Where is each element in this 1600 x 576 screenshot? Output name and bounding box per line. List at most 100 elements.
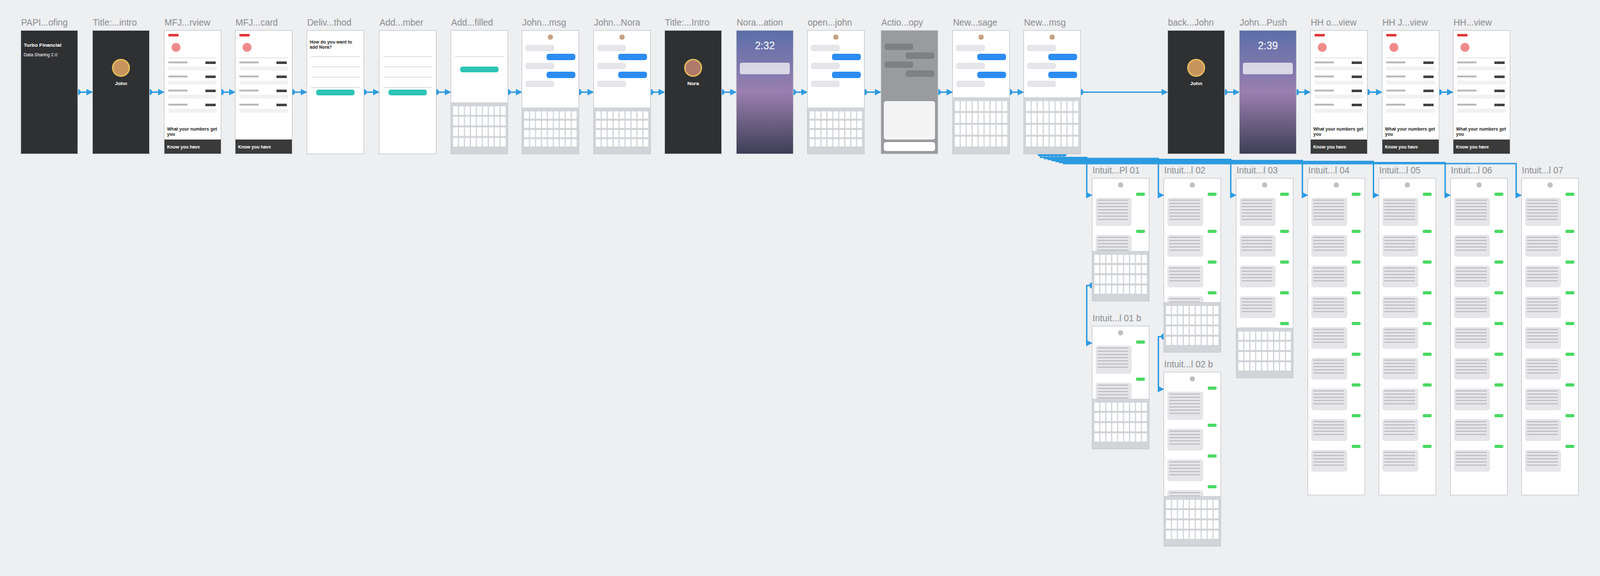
key xyxy=(1124,433,1130,442)
received-bubble xyxy=(1525,357,1561,380)
key xyxy=(1285,341,1291,351)
text-line xyxy=(1384,215,1416,217)
key xyxy=(1184,510,1190,519)
text-line xyxy=(1456,277,1487,279)
keyboard xyxy=(1024,97,1081,154)
field-line xyxy=(311,56,360,57)
text-line xyxy=(1384,372,1416,374)
text-line xyxy=(1527,338,1558,340)
received-bubble xyxy=(1239,265,1276,288)
key xyxy=(1274,352,1280,361)
text-line xyxy=(1241,215,1273,217)
key xyxy=(625,129,632,138)
text-line xyxy=(1384,366,1416,368)
sent-bubble xyxy=(1207,423,1217,427)
message-bubble xyxy=(832,53,861,61)
screen-text: What your numbers get you xyxy=(1456,126,1508,138)
artboard-title: back...John xyxy=(1168,17,1215,28)
text-line xyxy=(1384,464,1416,466)
key xyxy=(827,129,833,138)
keyboard xyxy=(451,102,508,154)
screen-text: What your numbers get you xyxy=(167,126,219,138)
text-line xyxy=(1456,332,1487,334)
dark-screen xyxy=(1168,30,1225,154)
key xyxy=(547,120,553,129)
text-line xyxy=(1527,280,1558,282)
text-line xyxy=(1313,243,1344,245)
text-line xyxy=(1241,202,1273,205)
key xyxy=(1166,520,1172,529)
screen-artboard: HH J...viewWhat your numbers get youKnow… xyxy=(1382,30,1439,154)
sent-bubble xyxy=(1136,377,1145,381)
key xyxy=(542,120,548,129)
key xyxy=(1207,305,1213,315)
key xyxy=(1207,530,1213,539)
key xyxy=(1073,101,1079,112)
key xyxy=(1124,402,1130,411)
key xyxy=(1094,254,1100,264)
bar xyxy=(168,94,217,99)
sent-bubble xyxy=(1422,260,1432,264)
key xyxy=(524,111,530,120)
notification xyxy=(739,62,790,75)
text-line xyxy=(1169,273,1200,276)
key xyxy=(1207,316,1213,325)
promo-band xyxy=(1382,139,1439,154)
key xyxy=(809,111,815,120)
key xyxy=(613,129,619,138)
key xyxy=(856,139,863,148)
key xyxy=(1112,402,1118,411)
avatar-photo xyxy=(684,59,702,77)
text-line xyxy=(1384,390,1416,392)
message-bubble xyxy=(546,71,576,79)
key xyxy=(1171,520,1177,529)
value xyxy=(205,103,216,107)
sent-bubble xyxy=(1351,260,1361,264)
artboard-title: HH...view xyxy=(1453,17,1492,28)
key xyxy=(619,111,625,120)
text-line xyxy=(1169,206,1200,208)
text-line xyxy=(1241,209,1273,211)
screen-bg xyxy=(1382,30,1439,154)
sent-bubble xyxy=(1280,260,1289,264)
sent-bubble xyxy=(1136,229,1145,233)
key xyxy=(984,136,991,148)
key xyxy=(1184,336,1190,345)
text-line xyxy=(1169,249,1200,251)
contact-avatar xyxy=(833,34,839,40)
screen-artboard: Title:...introJohn xyxy=(92,30,150,154)
key xyxy=(488,138,495,148)
text-line xyxy=(1384,218,1416,221)
text-line xyxy=(1456,199,1487,201)
key xyxy=(1043,113,1049,124)
text-line xyxy=(1313,430,1344,432)
key xyxy=(1256,362,1262,371)
key xyxy=(547,111,553,120)
text-line xyxy=(1313,267,1344,269)
flow-connector xyxy=(1037,150,1092,196)
message-bubble xyxy=(905,70,935,77)
key xyxy=(1025,136,1032,148)
message-bubble xyxy=(618,71,648,79)
key xyxy=(471,127,477,137)
received-bubble xyxy=(1239,296,1276,319)
sent-bubble xyxy=(1280,229,1289,233)
contact-avatar xyxy=(1333,182,1339,188)
connector-path xyxy=(1080,91,1168,93)
key xyxy=(1106,285,1112,294)
key xyxy=(1141,264,1147,274)
received-bubble xyxy=(1311,419,1348,441)
text-line xyxy=(1241,236,1273,239)
bar xyxy=(1314,108,1364,113)
key xyxy=(1025,124,1032,136)
text-line xyxy=(1527,212,1558,214)
artboard-title: Nora...ation xyxy=(736,17,783,28)
key xyxy=(845,139,851,148)
keyboard xyxy=(1092,250,1149,301)
key xyxy=(483,127,489,137)
screen-text: 2:39 xyxy=(1242,39,1294,52)
key xyxy=(978,136,984,148)
key xyxy=(1073,113,1079,124)
key xyxy=(984,113,991,124)
sent-bubble xyxy=(1207,192,1217,196)
